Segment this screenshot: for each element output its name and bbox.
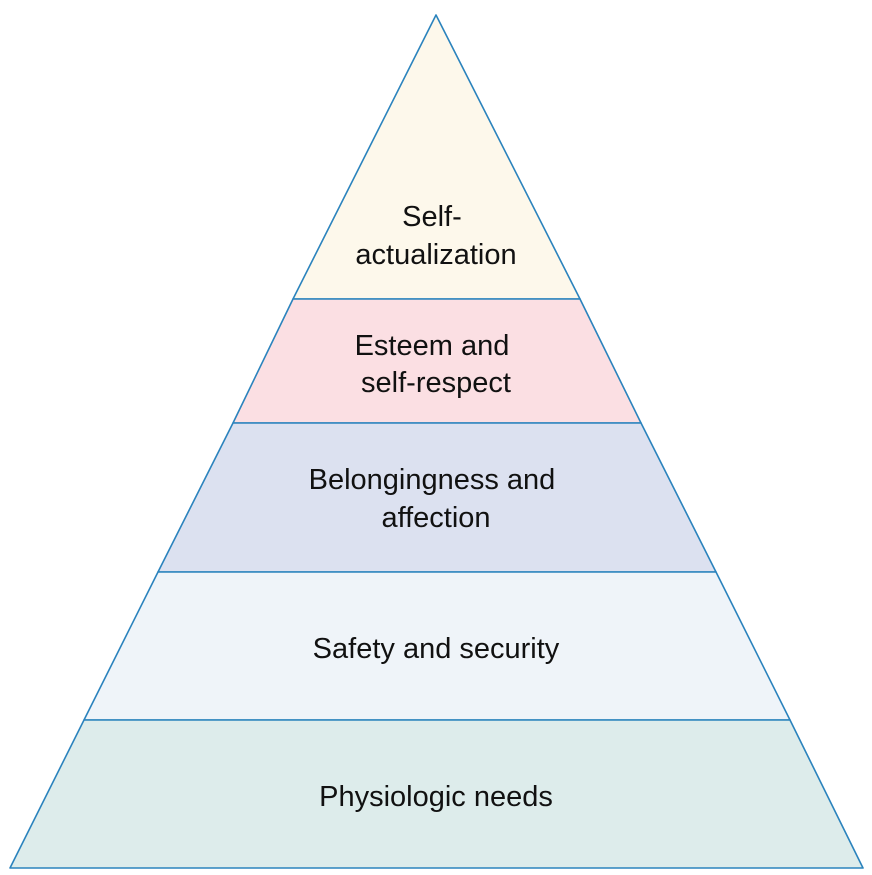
tier-label-line: Safety and security	[313, 633, 560, 665]
tier-label-safety: Safety and security	[313, 633, 560, 665]
pyramid-tier-self-actualization: Self- actualization	[292, 14, 581, 300]
tier-label-line: Esteem and	[355, 330, 510, 362]
tier-label-line: Self-	[402, 201, 462, 233]
tier-label-line: actualization	[355, 239, 516, 271]
pyramid-tier-safety: Safety and security	[83, 571, 791, 721]
pyramid-tier-belongingness: Belongingness and affection	[157, 422, 717, 573]
tier-shape	[157, 422, 717, 573]
tier-label-line: self-respect	[361, 367, 511, 399]
tier-label-line: affection	[381, 502, 490, 534]
tier-label-self-actualization: Self- actualization	[355, 201, 516, 271]
tier-label-physiologic: Physiologic needs	[319, 781, 553, 813]
tier-label-belongingness: Belongingness and affection	[309, 464, 564, 534]
pyramid-tier-esteem: Esteem and self-respect	[232, 298, 642, 424]
tier-label-esteem: Esteem and self-respect	[355, 330, 518, 399]
tier-shape	[9, 719, 864, 869]
tier-label-line: Belongingness and	[309, 464, 556, 496]
tier-label-line: Physiologic needs	[319, 781, 553, 813]
pyramid-tier-physiologic: Physiologic needs	[9, 719, 864, 869]
